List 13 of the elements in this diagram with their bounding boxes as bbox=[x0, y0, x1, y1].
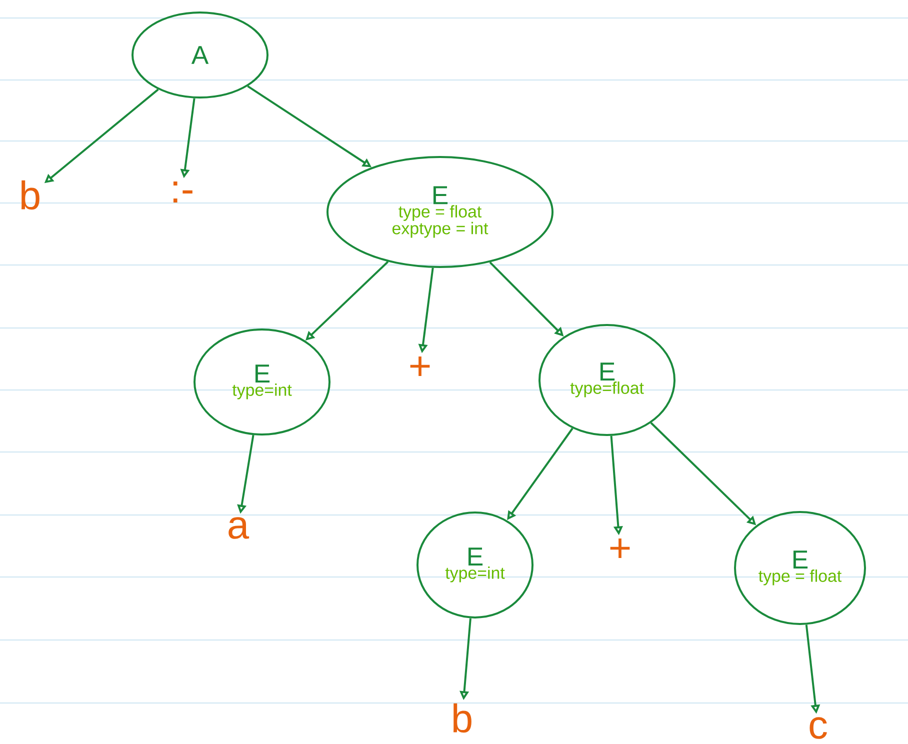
tree-node: A bbox=[132, 12, 268, 98]
tree-node: E type = float exptype = int bbox=[326, 156, 554, 268]
leaf-symbol: a bbox=[228, 517, 250, 539]
leaf-symbol: b bbox=[453, 703, 472, 733]
tree-node: E type=float bbox=[538, 324, 676, 436]
tree-node: E type=int bbox=[194, 328, 330, 436]
tree-node: E type=int bbox=[416, 512, 534, 618]
leaf-symbol: c bbox=[810, 717, 827, 739]
leaf-symbol: b bbox=[22, 180, 40, 210]
leaf-symbol: + bbox=[610, 538, 630, 558]
leaf-symbol: :- bbox=[173, 181, 192, 203]
tree-node: E type = float bbox=[734, 511, 866, 625]
leaf-symbol: + bbox=[410, 356, 430, 376]
